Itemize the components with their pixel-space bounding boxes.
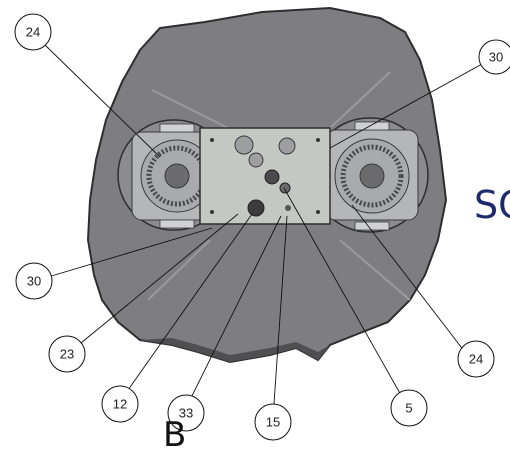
callout-33: 33 xyxy=(167,394,205,432)
callout-label: 15 xyxy=(266,415,280,430)
housing-fold-line-2 xyxy=(329,71,391,129)
callout-5: 5 xyxy=(390,389,428,427)
callout-15: 15 xyxy=(254,403,292,441)
housing-fold-line-4 xyxy=(147,239,211,301)
view-letter: B xyxy=(163,415,187,455)
callout-24-right: 24 xyxy=(457,340,495,378)
callout-label: 33 xyxy=(179,406,193,421)
callout-label: 5 xyxy=(405,401,412,416)
housing-fold-line-3 xyxy=(339,239,411,301)
callout-label: 24 xyxy=(469,352,483,367)
housing-fold-line-1 xyxy=(151,89,233,131)
callout-12: 12 xyxy=(101,385,139,423)
callout-30-left: 30 xyxy=(15,262,53,300)
callout-label: 24 xyxy=(26,25,40,40)
callout-30-top-right: 30 xyxy=(478,39,510,75)
mounting-plate xyxy=(199,127,331,225)
callout-23: 23 xyxy=(48,335,86,373)
callout-label: 30 xyxy=(27,274,41,289)
leader-lines xyxy=(37,44,483,419)
callout-24-top-left: 24 xyxy=(14,13,52,51)
right-fan-assembly xyxy=(311,117,429,233)
callout-label: 23 xyxy=(60,347,74,362)
callout-label: 12 xyxy=(113,397,127,412)
side-label-partial: SC xyxy=(474,183,510,227)
callout-label: 30 xyxy=(489,50,503,65)
housing-shade xyxy=(140,338,330,362)
